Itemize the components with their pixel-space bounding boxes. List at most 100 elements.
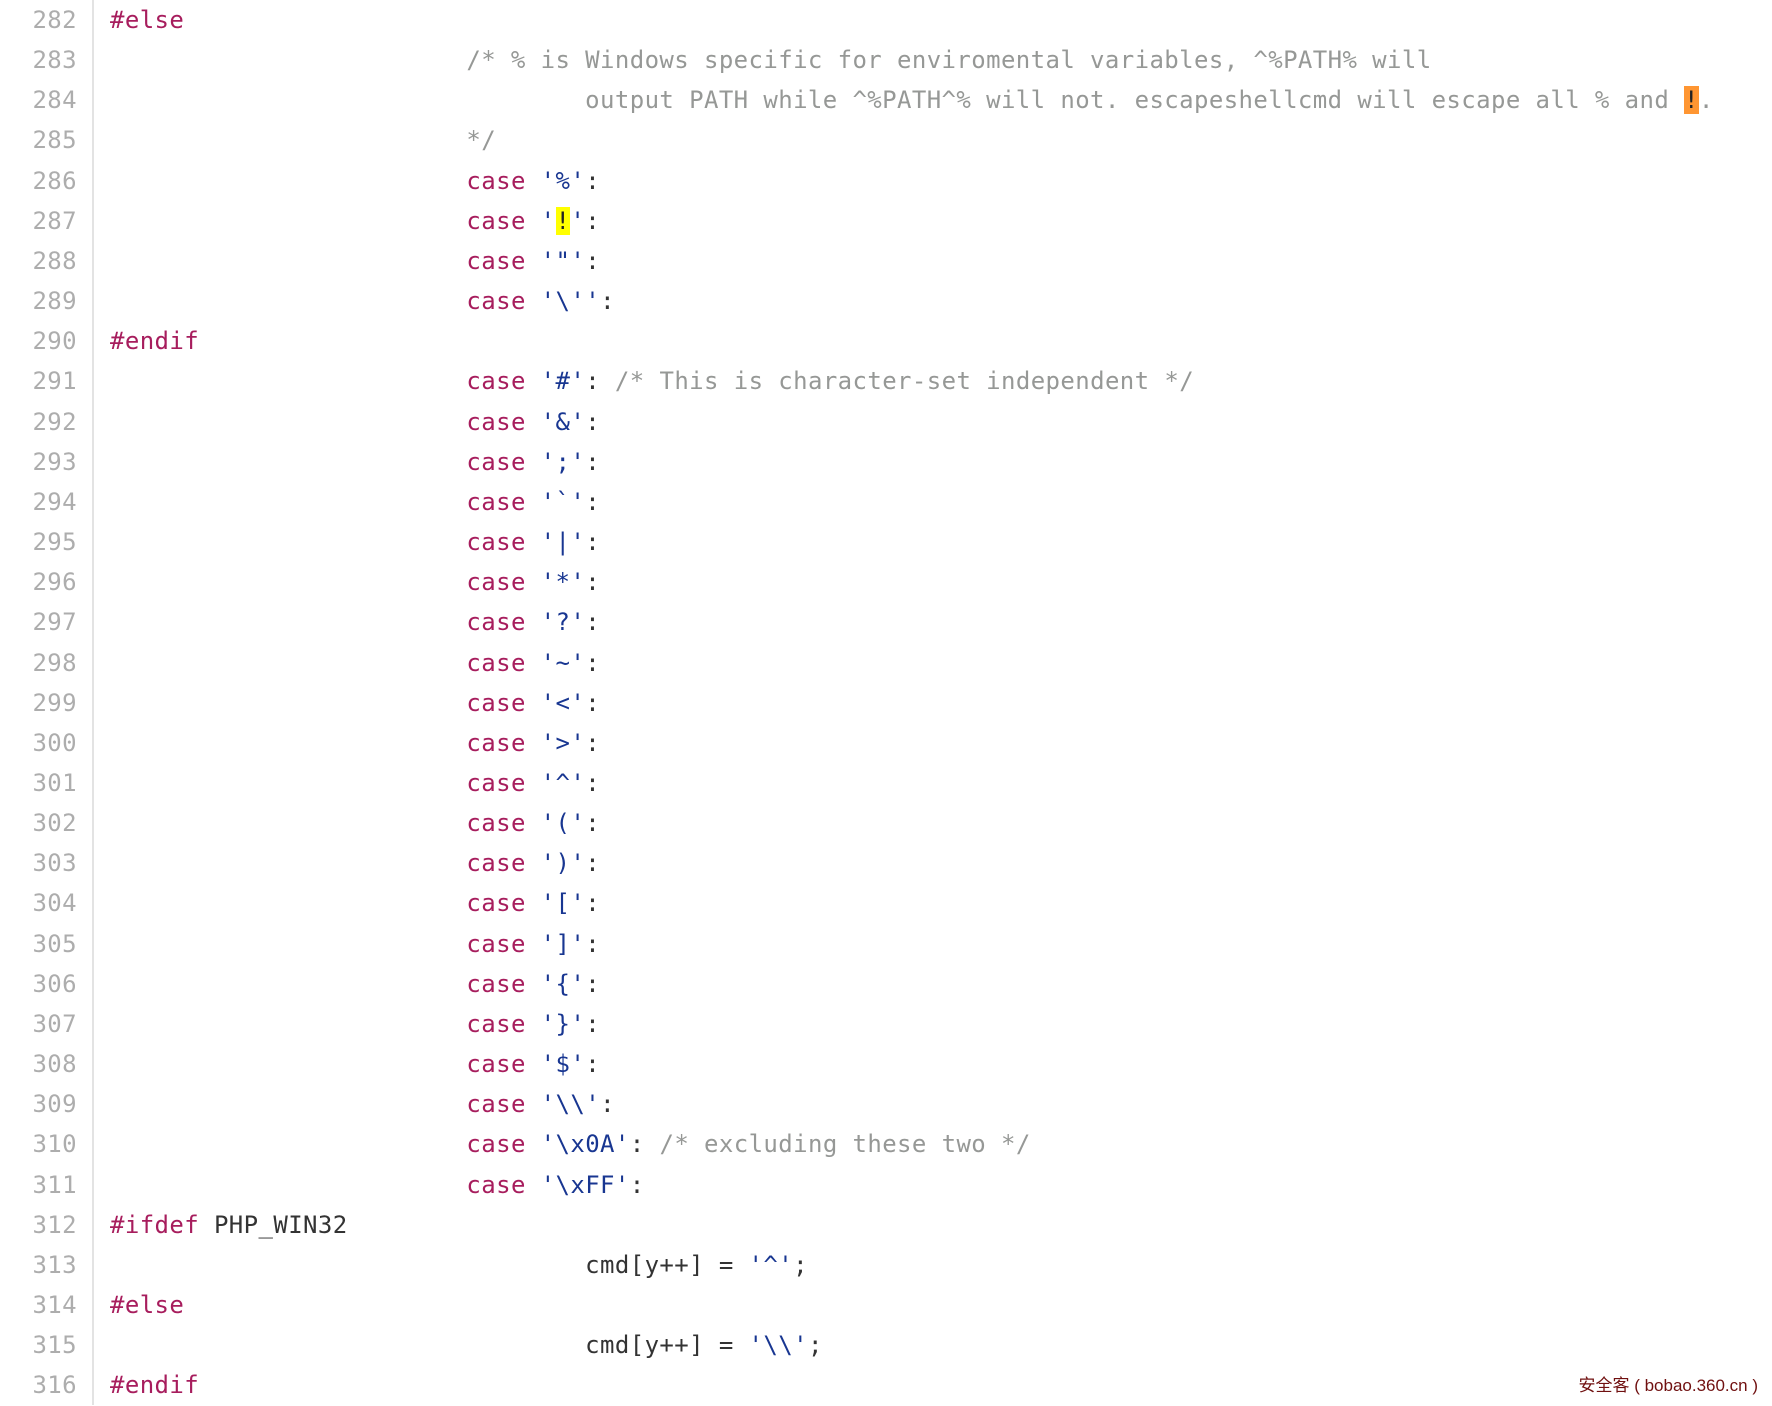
code-line: 312#ifdef PHP_WIN32 [0, 1204, 1772, 1245]
code-token: : [585, 367, 601, 396]
code-token: : [585, 407, 601, 436]
code-token [526, 367, 541, 395]
code-token [526, 1090, 541, 1118]
code-line: 293 case ';': [0, 441, 1772, 482]
code-token [526, 1050, 541, 1078]
code-token: : [585, 166, 601, 195]
code-token: #endif [110, 1371, 200, 1400]
code-line: 282#else [0, 0, 1772, 41]
code-text: case '*': [94, 562, 600, 602]
code-token [110, 488, 466, 516]
code-line: 285 */ [0, 120, 1772, 161]
code-text: case '\xFF': [94, 1165, 645, 1205]
code-token [110, 528, 466, 556]
code-token [110, 247, 466, 275]
code-text: case ';': [94, 442, 600, 482]
code-token: case [466, 287, 526, 316]
code-token: case [466, 528, 526, 557]
code-text: case '"': [94, 241, 600, 281]
code-token: : [585, 1050, 601, 1079]
code-token: /* % is Windows specific for enviromenta… [110, 46, 1432, 75]
code-token: case [466, 1050, 526, 1079]
line-number: 285 [0, 120, 94, 161]
code-token: '\\' [748, 1331, 808, 1360]
code-token: cmd[y++] = [110, 1331, 749, 1360]
code-text: #endif [94, 1365, 199, 1405]
code-token [526, 889, 541, 917]
code-token: #ifdef [110, 1210, 200, 1239]
code-token: '{' [540, 969, 586, 998]
code-text: case '\\': [94, 1084, 615, 1124]
code-token: '<' [540, 688, 586, 717]
code-line: 310 case '\x0A': /* excluding these two … [0, 1124, 1772, 1165]
code-token [110, 970, 466, 998]
code-token: case [466, 809, 526, 838]
code-token: ; [793, 1250, 808, 1279]
code-text: case '$': [94, 1044, 600, 1084]
code-line: 304 case '[': [0, 883, 1772, 924]
line-number: 309 [0, 1084, 94, 1125]
code-token [110, 448, 466, 476]
code-token: output PATH while ^%PATH^% will not. esc… [110, 86, 1685, 115]
code-token: : [585, 568, 601, 597]
code-token: : [585, 246, 601, 275]
code-token: ']' [540, 929, 586, 958]
code-token: '&' [540, 407, 586, 436]
code-token: ' [570, 206, 586, 235]
code-token [110, 930, 466, 958]
code-token [526, 207, 541, 235]
code-token: case [466, 1090, 526, 1119]
code-token: case [466, 608, 526, 637]
code-token: case [466, 568, 526, 597]
code-token: PHP_WIN32 [199, 1210, 348, 1239]
line-number: 316 [0, 1365, 94, 1406]
line-number: 304 [0, 883, 94, 924]
code-token [526, 167, 541, 195]
code-token: : [585, 768, 601, 797]
code-line: 290#endif [0, 321, 1772, 362]
code-text: output PATH while ^%PATH^% will not. esc… [94, 80, 1714, 120]
line-number: 314 [0, 1285, 94, 1326]
code-token [110, 1010, 466, 1038]
code-token [526, 1010, 541, 1038]
code-line: 295 case '|': [0, 522, 1772, 563]
code-text: case '|': [94, 522, 600, 562]
code-token: case [466, 1130, 526, 1159]
code-token: '}' [540, 1009, 586, 1038]
code-token: /* excluding these two */ [644, 1130, 1031, 1159]
code-line: 305 case ']': [0, 923, 1772, 964]
code-token: '\xFF' [540, 1170, 630, 1199]
code-token: '^' [748, 1250, 794, 1279]
line-number: 308 [0, 1044, 94, 1085]
code-token: case [466, 367, 526, 396]
line-number: 311 [0, 1164, 94, 1205]
code-token: : [600, 287, 615, 316]
code-line: 309 case '\\': [0, 1084, 1772, 1125]
line-number: 301 [0, 762, 94, 804]
code-line: 297 case '?': [0, 602, 1772, 643]
code-token: : [585, 809, 601, 838]
code-line: 315 cmd[y++] = '\\'; [0, 1325, 1772, 1366]
code-token: '\\' [540, 1090, 601, 1119]
code-token [526, 1130, 541, 1158]
code-token [526, 769, 541, 797]
code-token: ! [555, 206, 571, 235]
code-text: case '>': [94, 723, 600, 763]
line-number: 293 [0, 441, 94, 482]
line-number: 305 [0, 923, 94, 964]
code-text: case '^': [94, 763, 600, 803]
code-text: case ']': [94, 924, 600, 964]
code-token [526, 488, 541, 516]
line-number: 303 [0, 843, 94, 884]
line-number: 298 [0, 642, 94, 683]
code-token: '(' [540, 809, 586, 838]
code-token [526, 649, 541, 677]
code-text: /* % is Windows specific for enviromenta… [94, 40, 1432, 80]
code-token: case [466, 728, 526, 757]
line-number: 290 [0, 321, 94, 362]
code-token [526, 930, 541, 958]
code-token: case [466, 1009, 526, 1038]
code-token [110, 408, 466, 436]
code-token: . [1698, 86, 1714, 115]
